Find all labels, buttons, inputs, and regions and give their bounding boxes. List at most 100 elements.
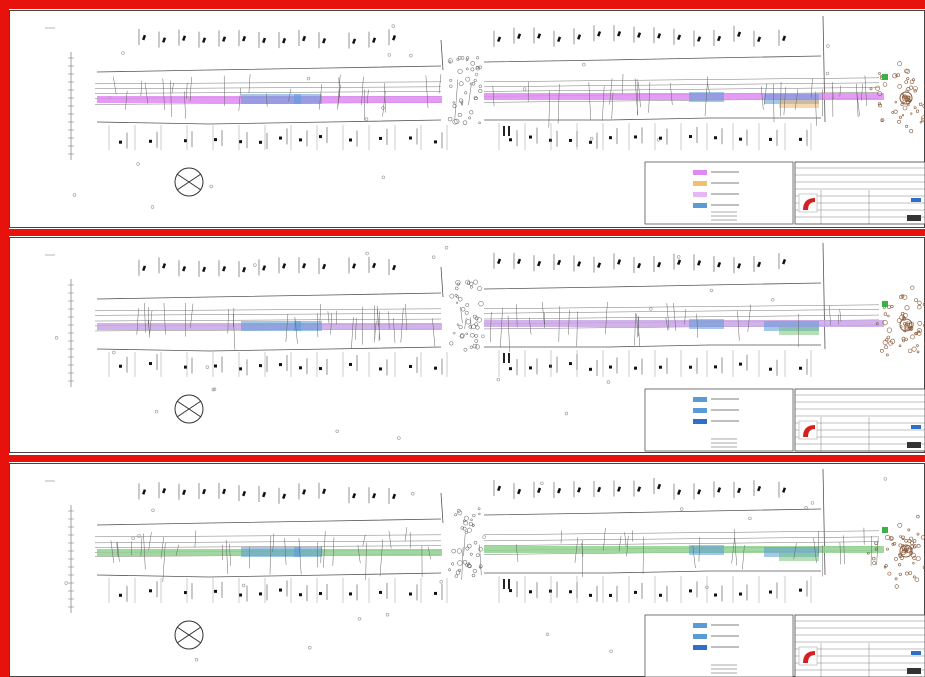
lot-marker bbox=[349, 592, 352, 596]
service-line bbox=[233, 307, 235, 327]
service-line bbox=[839, 542, 842, 565]
utility-line bbox=[483, 536, 880, 542]
lot-marker bbox=[119, 140, 122, 144]
service-line bbox=[238, 87, 242, 111]
roundabout-mark bbox=[924, 534, 925, 539]
lot-marker bbox=[279, 588, 282, 592]
roundabout-mark bbox=[894, 577, 898, 581]
roundabout-mark bbox=[907, 539, 912, 543]
plan-sheet-2[interactable] bbox=[9, 237, 925, 453]
lot-marker bbox=[282, 263, 287, 269]
service-line bbox=[162, 78, 165, 110]
service-line bbox=[460, 306, 463, 324]
service-line bbox=[113, 76, 117, 95]
intersection-mark bbox=[449, 84, 453, 88]
road-boundary-gap bbox=[440, 492, 444, 524]
lot-marker bbox=[569, 590, 572, 594]
roundabout-mark bbox=[902, 339, 905, 343]
lot-marker bbox=[597, 486, 602, 493]
roundabout-mark bbox=[899, 555, 904, 560]
survey-point bbox=[826, 44, 830, 48]
survey-point bbox=[883, 477, 888, 481]
service-line bbox=[780, 81, 782, 117]
lot-marker bbox=[714, 593, 717, 597]
survey-point bbox=[409, 53, 413, 58]
service-line bbox=[298, 538, 302, 575]
roundabout-detail bbox=[875, 285, 925, 357]
intersection-mark bbox=[478, 121, 481, 125]
survey-point bbox=[397, 436, 401, 440]
intersection-mark bbox=[454, 293, 458, 297]
plan-sheet-1[interactable] bbox=[9, 10, 925, 228]
logo-mark bbox=[803, 198, 815, 210]
service-line bbox=[323, 531, 326, 568]
intersection-mark bbox=[464, 91, 468, 95]
service-line bbox=[673, 302, 677, 331]
lot-marker bbox=[259, 592, 262, 596]
roundabout-mark bbox=[899, 535, 902, 538]
intersection-mark bbox=[473, 540, 478, 545]
intersection-mark bbox=[456, 548, 462, 554]
intersection-mark bbox=[472, 568, 477, 573]
lot-marker bbox=[434, 366, 437, 370]
roundabout-mark bbox=[874, 541, 878, 546]
utility-line bbox=[483, 304, 880, 310]
roundabout-mark bbox=[904, 99, 908, 103]
plan-sheet-3[interactable] bbox=[9, 463, 925, 677]
lot-marker bbox=[769, 137, 772, 141]
service-line bbox=[320, 546, 322, 563]
lot-marker bbox=[589, 367, 592, 371]
intersection-mark bbox=[465, 332, 468, 336]
roundabout-mark bbox=[888, 340, 894, 346]
intersection-mark bbox=[459, 334, 464, 339]
service-line bbox=[464, 317, 467, 329]
roundabout-mark bbox=[910, 112, 913, 115]
legend-frame bbox=[644, 388, 794, 452]
service-line bbox=[330, 312, 332, 335]
lot-marker bbox=[557, 487, 562, 494]
north-arrow-line bbox=[176, 400, 202, 418]
roundabout-mark bbox=[877, 91, 883, 97]
service-line bbox=[626, 535, 629, 557]
lot-marker bbox=[279, 136, 282, 140]
roundabout-mark bbox=[914, 298, 919, 303]
service-line bbox=[839, 309, 842, 322]
survey-point bbox=[151, 508, 155, 512]
lot-marker bbox=[184, 139, 187, 143]
lot-marker bbox=[517, 488, 522, 495]
roundabout-mark bbox=[913, 86, 918, 91]
utility-line bbox=[94, 81, 442, 85]
service-line bbox=[634, 312, 636, 346]
service-line bbox=[856, 83, 859, 118]
lot-marker bbox=[509, 138, 512, 142]
intersection-mark bbox=[479, 566, 482, 569]
lot-marker bbox=[609, 365, 612, 369]
intersection-mark bbox=[455, 570, 461, 575]
legend-swatch bbox=[693, 397, 707, 402]
lot-marker bbox=[322, 263, 327, 270]
lot-marker bbox=[657, 261, 662, 268]
lot-marker bbox=[214, 364, 217, 368]
roundabout-mark bbox=[891, 111, 895, 114]
intersection-mark bbox=[463, 347, 468, 352]
intersection-mark bbox=[449, 341, 454, 346]
service-line bbox=[605, 301, 608, 335]
lot-marker bbox=[322, 488, 327, 495]
intersection-mark bbox=[451, 548, 456, 554]
lot-marker bbox=[549, 138, 552, 142]
lot-marker bbox=[737, 487, 742, 494]
intersection-mark bbox=[460, 103, 463, 106]
service-line bbox=[125, 90, 128, 110]
service-line bbox=[574, 537, 579, 563]
survey-point bbox=[391, 24, 395, 28]
legend-swatch bbox=[693, 623, 707, 628]
intersection-mark bbox=[476, 56, 480, 60]
intersection-mark bbox=[452, 101, 455, 104]
lot-marker bbox=[697, 36, 702, 42]
survey-point bbox=[481, 334, 485, 338]
lot-marker bbox=[497, 258, 502, 265]
lot-marker bbox=[689, 589, 692, 593]
highlight-segment bbox=[779, 100, 819, 108]
service-line bbox=[737, 310, 740, 341]
road-boundary-bottom-left bbox=[96, 346, 442, 352]
